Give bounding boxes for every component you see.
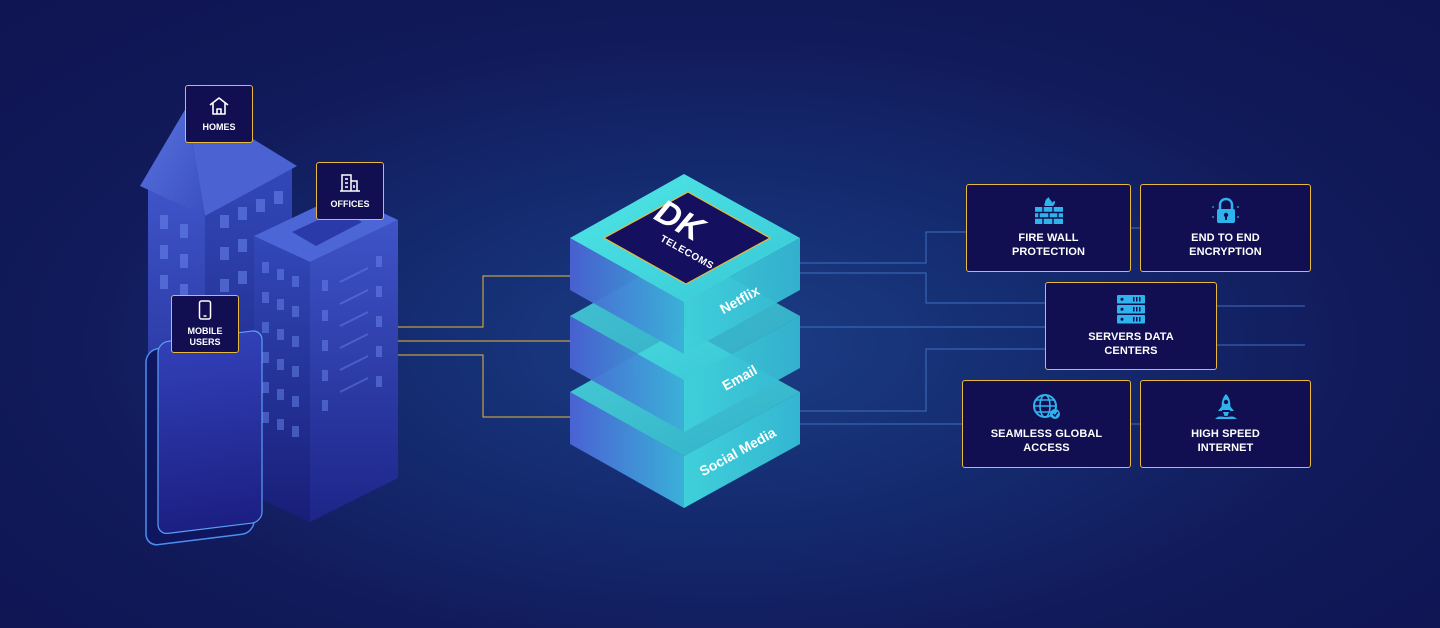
right-connectors (798, 227, 1305, 425)
brick-wall-fire-icon (1034, 197, 1063, 224)
connector-firewall (798, 231, 966, 264)
offices-card: OFFICES (316, 162, 384, 220)
high-speed-label: HIGH SPEED INTERNET (1191, 428, 1260, 454)
hub-layer-social-right (684, 392, 800, 508)
hub-layer-social-left (570, 392, 684, 508)
hub-layer-netflix-left (570, 238, 684, 354)
smartphone-icon (198, 300, 212, 320)
connector-servers-top (798, 272, 1046, 304)
office-building-icon (340, 173, 360, 192)
global-access-label: SEAMLESS GLOBAL ACCESS (990, 428, 1103, 454)
homes-label: HOMES (202, 121, 236, 132)
global-access-card: SEAMLESS GLOBAL ACCESS (962, 380, 1131, 468)
firewall-card: FIRE WALL PROTECTION (966, 184, 1131, 272)
encryption-card: END TO END ENCRYPTION (1140, 184, 1311, 272)
hub-layer-netflix-right (684, 238, 800, 354)
server-rack-icon (1117, 295, 1145, 324)
globe-icon (1032, 394, 1060, 419)
phone-screen (157, 330, 263, 535)
homes-card: HOMES (185, 85, 253, 143)
office-balcony-lines (339, 267, 369, 393)
servers-card: SERVERS DATA CENTERS (1045, 282, 1217, 370)
connector-netflix (398, 275, 572, 328)
house-windows (160, 191, 283, 298)
hub-layer-email-right (684, 316, 800, 432)
hub-logo-tile (602, 191, 772, 285)
connector-global (798, 348, 1046, 412)
mobile-users-label: MOBILE USERS (187, 326, 223, 347)
hub-stack: DK TELECOMS Netflix Email Social Media (570, 174, 800, 508)
mobile-users-card: MOBILE USERS (171, 295, 239, 353)
high-speed-card: HIGH SPEED INTERNET (1140, 380, 1311, 468)
encryption-label: END TO END ENCRYPTION (1189, 232, 1262, 258)
connector-social (398, 354, 572, 418)
office-windows (262, 256, 382, 437)
padlock-icon (1211, 197, 1240, 223)
servers-label: SERVERS DATA CENTERS (1088, 331, 1174, 357)
hub-layer-email-left (570, 316, 684, 432)
left-connectors (398, 275, 572, 418)
offices-label: OFFICES (330, 198, 370, 209)
rocket-icon (1214, 394, 1237, 419)
firewall-label: FIRE WALL PROTECTION (1011, 232, 1086, 258)
house-icon (209, 96, 229, 115)
